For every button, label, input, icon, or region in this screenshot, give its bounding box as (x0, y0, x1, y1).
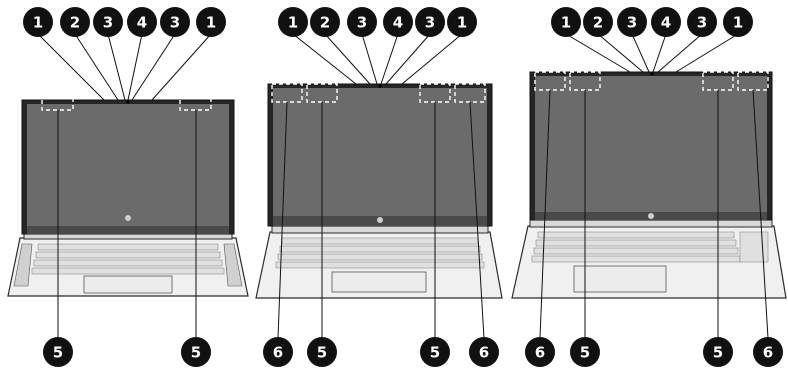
callout-number-small-top-5: 1 (206, 14, 216, 32)
callout-number-medium-top-5: 1 (457, 14, 467, 32)
callout-number-medium-top-3: 4 (393, 14, 403, 32)
callout-number-large-top-4: 3 (697, 14, 707, 32)
callout-number-large-bottom-2: 5 (713, 344, 723, 362)
laptop-small-screen (27, 104, 229, 226)
callout-number-small-bottom-1: 5 (191, 344, 201, 362)
laptop-medium-top-leaders (293, 34, 462, 84)
laptop-medium (256, 34, 502, 338)
laptop-small-top-leaders (38, 34, 211, 100)
callout-number-medium-top-2: 3 (357, 14, 367, 32)
laptop-small-chin (27, 226, 229, 234)
laptop-large-touchpad (574, 266, 666, 292)
callout-number-large-bottom-1: 5 (580, 344, 590, 362)
callout-number-small-top-2: 3 (103, 14, 113, 32)
callout-number-small-top-0: 1 (33, 14, 43, 32)
laptop-large-camera (650, 72, 653, 75)
callout-number-medium-bottom-3: 6 (479, 344, 489, 362)
laptop-medium-screen (273, 88, 487, 216)
callout-number-medium-top-4: 3 (425, 14, 435, 32)
laptop-large (512, 34, 786, 338)
laptop-large-screen (535, 76, 767, 212)
laptop-small-camera (126, 100, 129, 103)
callout-number-medium-top-0: 1 (288, 14, 298, 32)
callout-number-large-top-3: 4 (661, 14, 671, 32)
laptop-small-touchpad (84, 276, 172, 293)
callout-number-medium-bottom-2: 5 (430, 344, 440, 362)
laptop-large-top-leaders (566, 34, 738, 72)
laptop-large-hinge (530, 220, 772, 227)
callout-number-small-top-4: 3 (170, 14, 180, 32)
callout-number-small-top-1: 2 (70, 14, 80, 32)
callout-number-small-bottom-0: 5 (53, 344, 63, 362)
callout-number-small-top-3: 4 (137, 14, 147, 32)
laptop-small (8, 34, 248, 338)
callout-number-large-top-1: 2 (593, 14, 603, 32)
callout-number-large-top-0: 1 (561, 14, 571, 32)
laptop-large-logo (648, 213, 654, 219)
laptop-small-logo (125, 215, 131, 221)
callout-number-large-top-2: 3 (627, 14, 637, 32)
laptop-medium-logo (377, 217, 383, 223)
callout-number-medium-bottom-0: 6 (273, 344, 283, 362)
callout-number-large-bottom-3: 6 (763, 344, 773, 362)
callout-number-large-bottom-0: 6 (535, 344, 545, 362)
laptop-medium-touchpad (332, 272, 426, 292)
laptop-medium-hinge (272, 226, 488, 233)
callout-number-medium-bottom-1: 5 (317, 344, 327, 362)
callout-number-medium-top-1: 2 (320, 14, 330, 32)
laptop-medium-camera (378, 84, 381, 87)
callout-number-large-top-5: 1 (733, 14, 743, 32)
